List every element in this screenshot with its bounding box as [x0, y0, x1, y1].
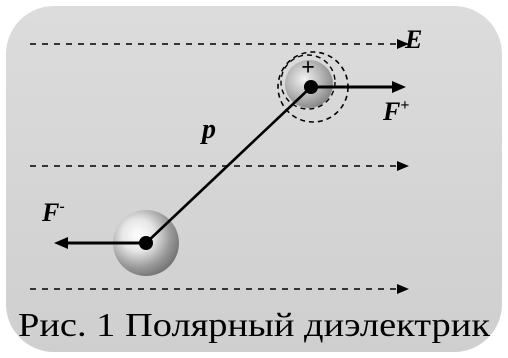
plus-charge-sign: +: [301, 55, 315, 81]
force-minus-label: F-: [41, 198, 65, 227]
dipole-label-p: p: [200, 114, 216, 145]
force-plus-arrowhead: [392, 81, 406, 93]
field-line-bottom-arrowhead: [397, 284, 409, 294]
force-minus-arrowhead: [54, 237, 68, 249]
force-plus-letter: F: [382, 97, 400, 126]
force-minus-letter: F: [41, 198, 59, 227]
positive-charge-halo-inner: [280, 54, 336, 110]
diagram-panel: [6, 6, 502, 352]
field-lines: [30, 39, 409, 294]
force-plus-superscript: +: [400, 97, 409, 114]
figure-caption: Рис. 1 Полярный диэлектрик: [18, 307, 491, 344]
field-line-top-arrowhead: [397, 39, 409, 49]
force-minus-superscript: -: [59, 198, 64, 215]
dipole-axis: [145, 86, 312, 244]
force-plus-label: F+: [382, 97, 409, 126]
field-label-e: E: [404, 25, 422, 54]
field-line-middle-arrowhead: [397, 161, 409, 171]
